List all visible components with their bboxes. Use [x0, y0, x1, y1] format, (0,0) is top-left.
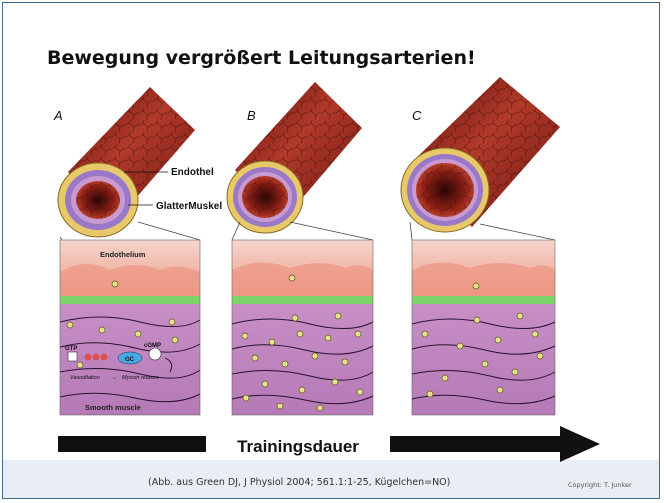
vessel-c: [401, 77, 560, 232]
panel-letter-a: A: [53, 108, 63, 123]
label-myosin-arrow: ←: [112, 375, 118, 381]
panel-letter-c: C: [412, 108, 422, 123]
arrow-label: Trainingsdauer: [237, 437, 359, 456]
copyright: Copyright: T. Junker: [568, 481, 632, 489]
label-myosin-relaxes: Myosin relaxes: [122, 375, 159, 381]
label-endothel: Endothel: [171, 167, 214, 178]
tissue-panel-a: Endothelium GTP GC cGMP Vasodilation ← M…: [60, 240, 200, 415]
tissue-panel-c: [412, 240, 555, 415]
panel-letter-b: B: [247, 108, 256, 123]
label-cgmp: cGMP: [144, 343, 161, 349]
artery-figure: Endothel GlatterMuskel A B C: [40, 72, 610, 467]
zoom-lines: [60, 222, 555, 240]
label-glatter-muskel: GlatterMuskel: [156, 201, 222, 212]
label-gtp: GTP: [65, 346, 77, 352]
label-smooth-muscle: Smooth muscle: [85, 403, 141, 412]
label-gc: GC: [125, 357, 135, 363]
label-endothelium: Endothelium: [100, 250, 146, 259]
figure-caption: (Abb. aus Green DJ, J Physiol 2004; 561.…: [148, 477, 450, 488]
vessel-a: [58, 87, 195, 237]
slide-title: Bewegung vergrößert Leitungsarterien!: [47, 47, 476, 69]
label-vasodilation: Vasodilation: [70, 375, 100, 381]
vessel-b: [227, 82, 362, 233]
